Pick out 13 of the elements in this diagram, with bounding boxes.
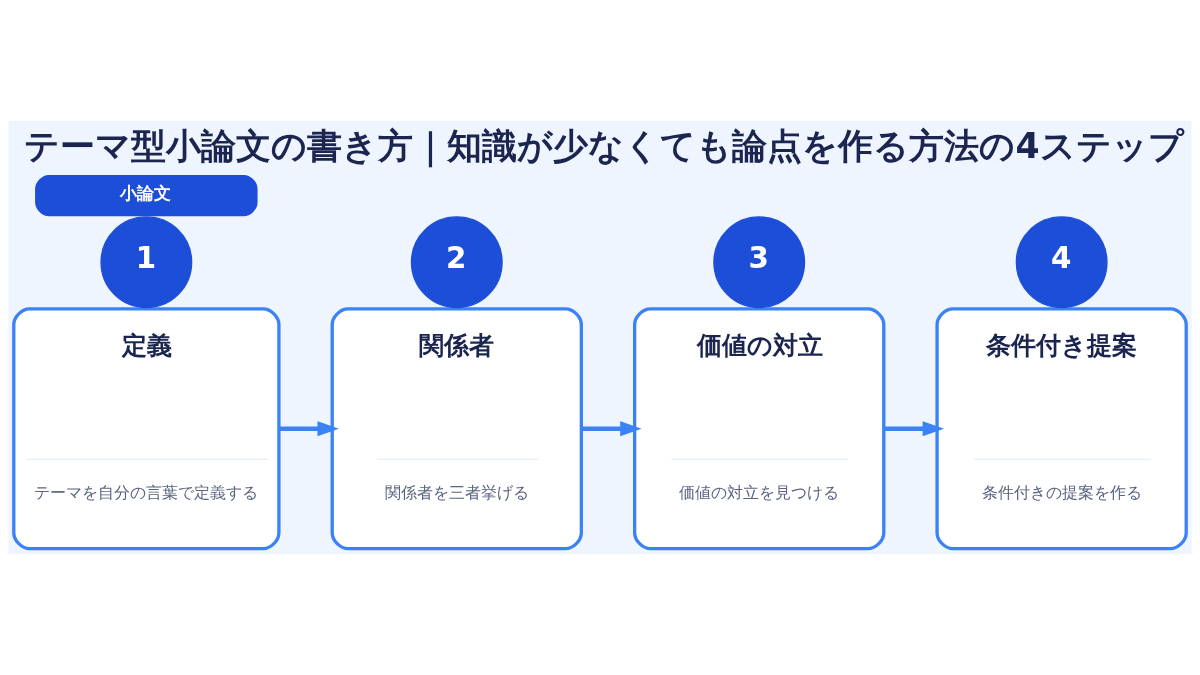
arrow [884,421,944,437]
node-circle: 2 [410,216,503,309]
arrow [279,421,339,437]
diagram-title: テーマ型小論文の書き方｜知識が少なくても論点を作る方法の4ステップ [24,126,1184,167]
node-box: 小論文 [35,174,258,217]
node-box: 価値の対立 価値の対立を見つける [632,307,886,551]
arrow [581,421,642,437]
node-circle: 4 [1015,216,1108,309]
node-circle: 3 [713,216,806,309]
node-box: 条件付き提案 条件付きの提案を作る [935,307,1188,551]
node-box: 関係者 関係者を三者挙げる [330,307,583,551]
node-box: 定義 テーマを自分の言葉で定義する [12,307,281,551]
node-circle: 1 [100,216,193,309]
